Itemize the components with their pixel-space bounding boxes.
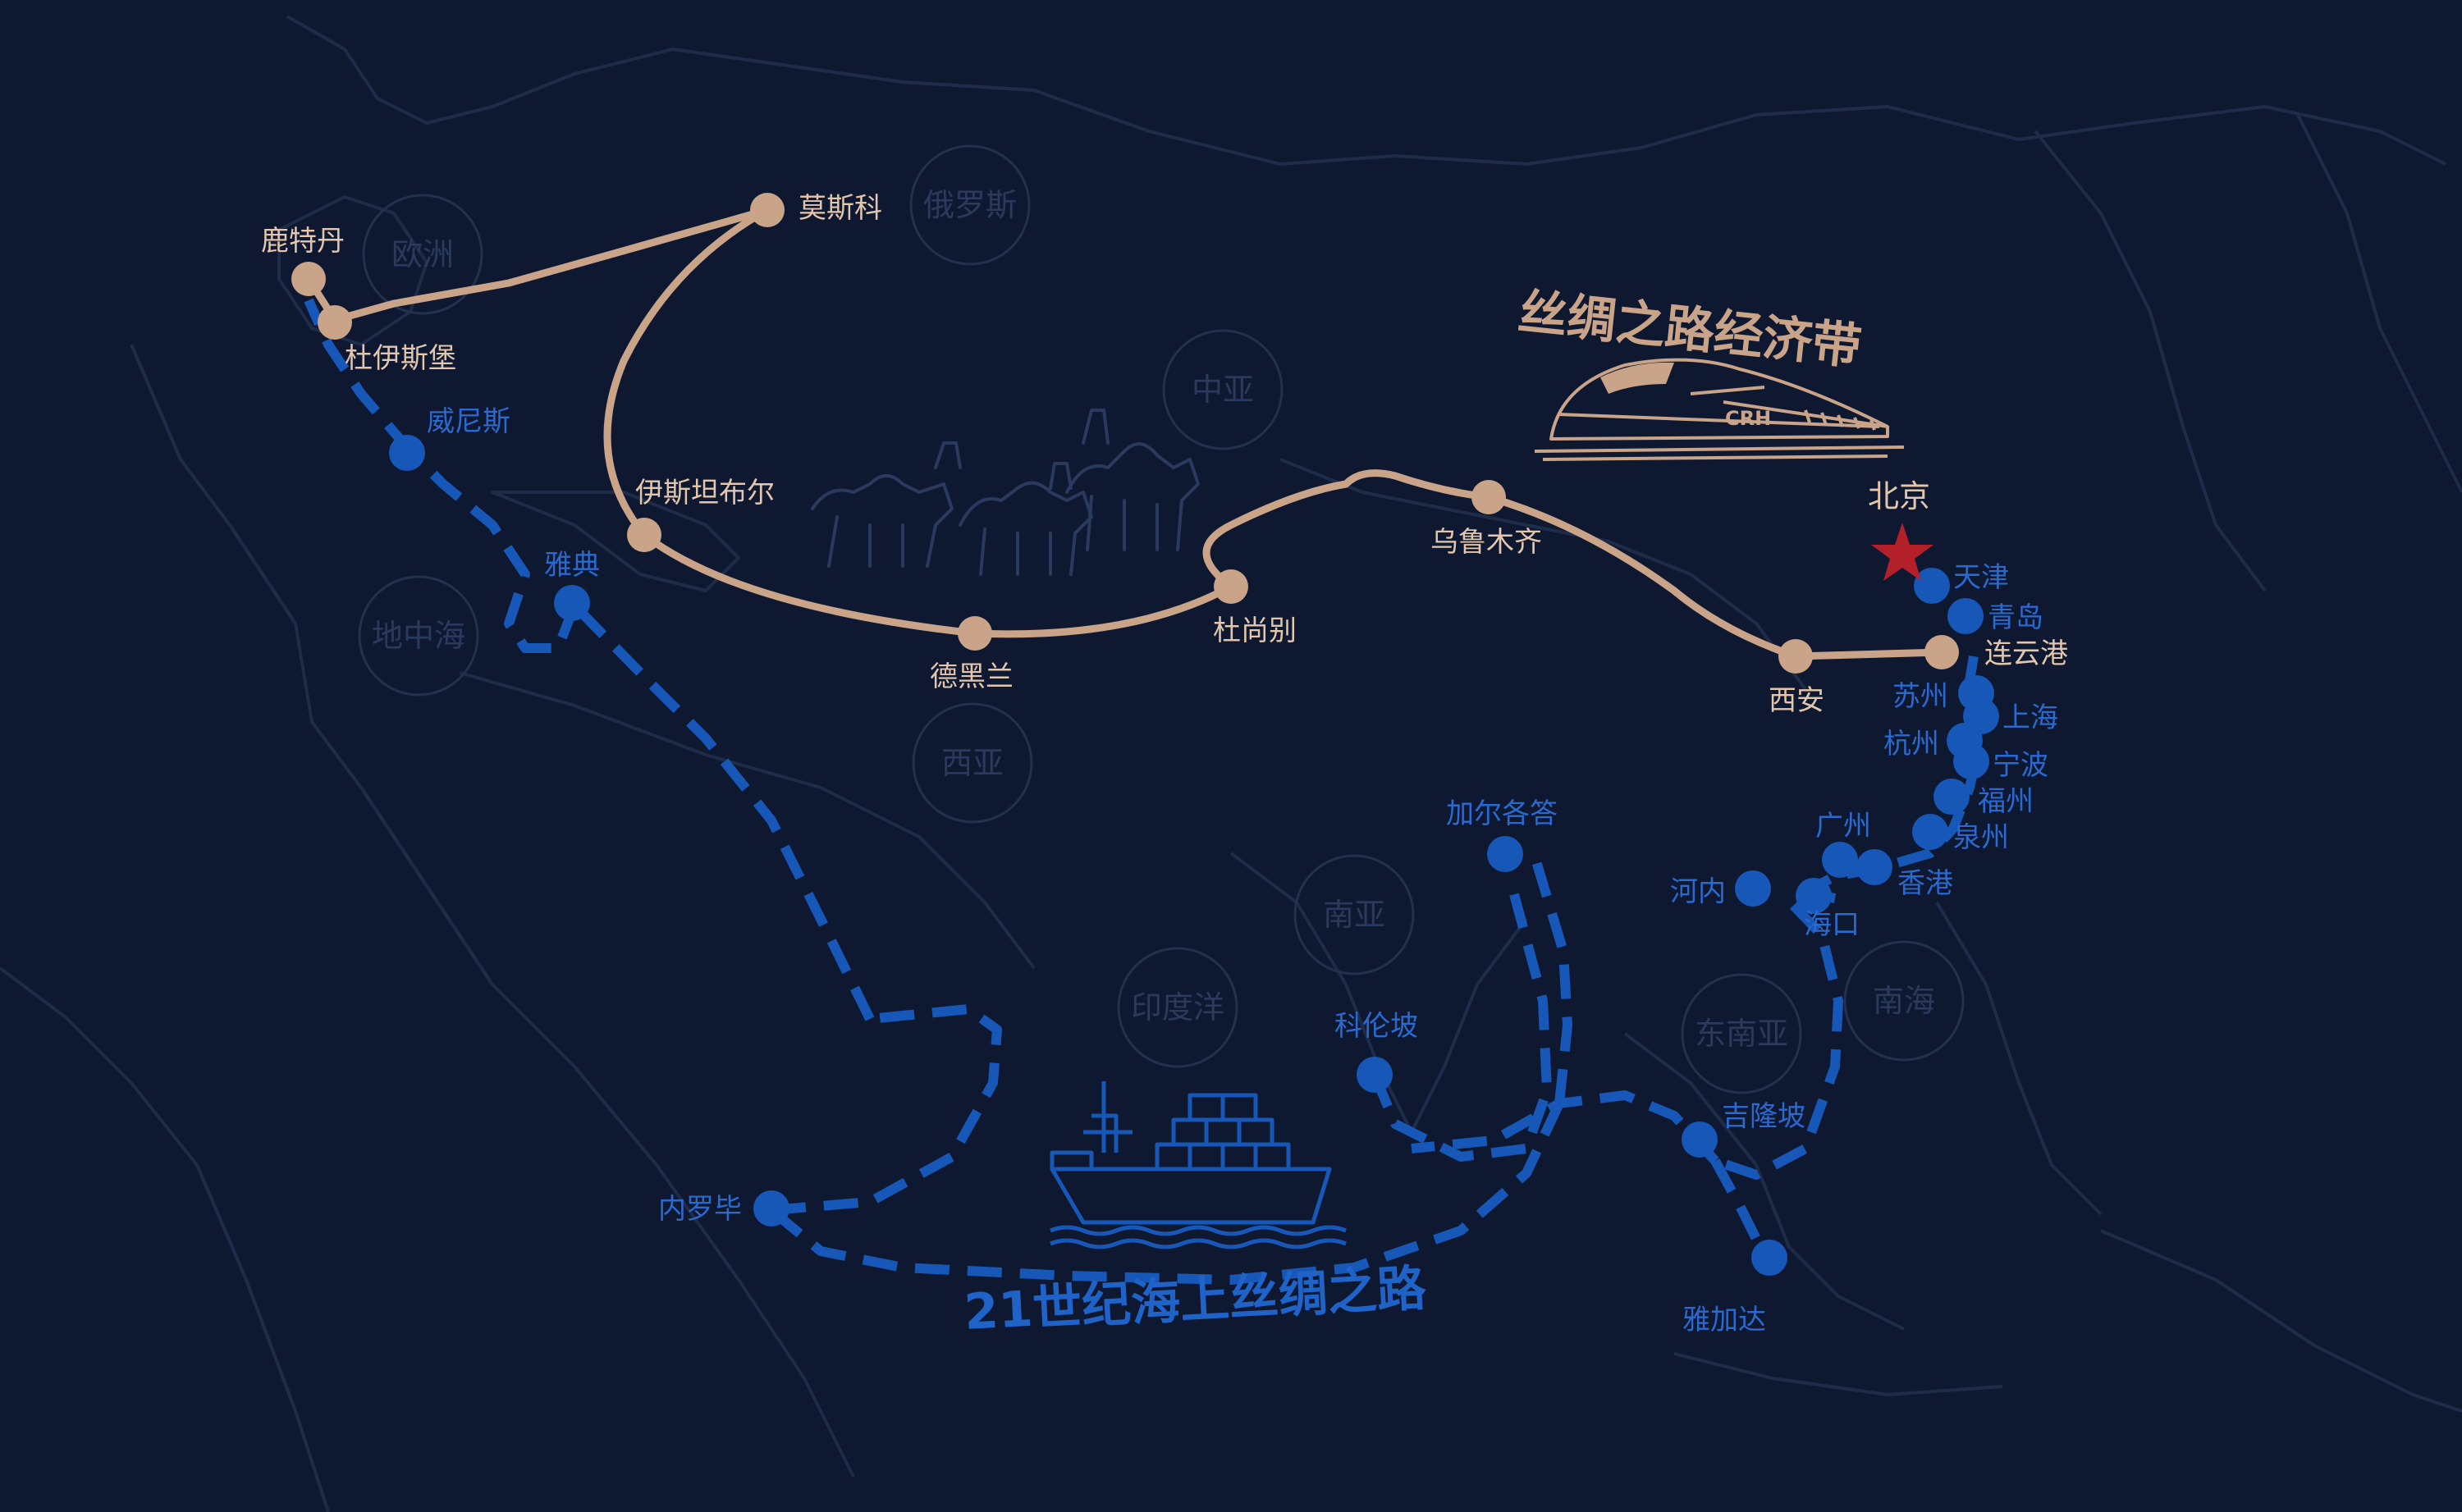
region-south-china-sea: 南海 — [1843, 940, 1965, 1062]
label-suzhou: 苏州 — [1892, 680, 1948, 713]
container-ship-icon — [1050, 1081, 1347, 1249]
svg-text:欧洲: 欧洲 — [391, 236, 454, 272]
region-west-asia: 西亚 — [912, 702, 1033, 824]
city-haikou[interactable] — [1796, 878, 1832, 914]
svg-text:南海: 南海 — [1873, 983, 1935, 1019]
city-lianyungang[interactable] — [1924, 635, 1959, 669]
label-dushanbe: 杜尚别 — [1213, 614, 1297, 647]
label-tianjin: 天津 — [1953, 561, 2009, 594]
city-kolkata[interactable] — [1487, 836, 1523, 872]
region-mediterranean: 地中海 — [358, 575, 479, 697]
label-haikou: 海口 — [1804, 908, 1860, 941]
city-moscow[interactable] — [750, 193, 785, 227]
label-kolkata: 加尔各答 — [1446, 797, 1558, 830]
city-urumqi[interactable] — [1471, 480, 1506, 514]
city-hongkong[interactable] — [1856, 849, 1892, 885]
city-tianjin[interactable] — [1914, 568, 1950, 604]
label-istanbul: 伊斯坦布尔 — [635, 477, 775, 509]
svg-text:中亚: 中亚 — [1192, 372, 1254, 408]
label-jakarta: 雅加达 — [1682, 1304, 1766, 1336]
city-fuzhou[interactable] — [1933, 779, 1970, 815]
label-lianyungang: 连云港 — [1984, 637, 2068, 670]
region-southeast-asia: 东南亚 — [1681, 973, 1802, 1094]
city-guangzhou[interactable] — [1822, 842, 1858, 878]
label-shanghai: 上海 — [2002, 701, 2058, 734]
svg-text:东南亚: 东南亚 — [1695, 1016, 1788, 1052]
svg-text:印度洋: 印度洋 — [1131, 989, 1224, 1026]
label-ningbo: 宁波 — [1993, 749, 2048, 782]
city-athens[interactable] — [554, 585, 590, 621]
city-venice[interactable] — [389, 435, 425, 471]
label-quanzhou: 泉州 — [1953, 821, 2009, 854]
city-hanoi[interactable] — [1735, 870, 1771, 907]
svg-text:俄罗斯: 俄罗斯 — [923, 187, 1017, 223]
label-beijing: 北京 — [1868, 478, 1930, 514]
camel-caravan-icon — [811, 409, 1200, 576]
label-duisburg: 杜伊斯堡 — [345, 342, 456, 375]
city-kuala-lumpur[interactable] — [1682, 1121, 1718, 1158]
svg-text:西亚: 西亚 — [941, 745, 1004, 781]
label-xian: 西安 — [1769, 684, 1824, 717]
city-quanzhou[interactable] — [1912, 814, 1948, 850]
high-speed-train-icon — [1534, 358, 1905, 461]
label-nairobi: 内罗毕 — [658, 1193, 742, 1226]
city-suzhou[interactable] — [1958, 675, 1994, 711]
region-europe: 欧洲 — [362, 194, 483, 315]
label-kuala-lumpur: 吉隆坡 — [1722, 1100, 1805, 1133]
city-qingdao[interactable] — [1947, 598, 1984, 634]
region-central-asia: 中亚 — [1162, 329, 1284, 450]
svg-text:南亚: 南亚 — [1323, 897, 1385, 933]
label-hongkong: 香港 — [1897, 867, 1953, 900]
svg-text:地中海: 地中海 — [372, 618, 465, 654]
label-venice: 威尼斯 — [427, 405, 510, 438]
land-city-markers — [291, 193, 1959, 674]
label-rotterdam: 鹿特丹 — [261, 225, 345, 258]
city-istanbul[interactable] — [627, 518, 661, 552]
city-colombo[interactable] — [1357, 1057, 1393, 1093]
continent-outlines — [0, 15, 2462, 1512]
label-hangzhou: 杭州 — [1883, 728, 1939, 761]
sea-city-markers — [389, 435, 1999, 1276]
label-colombo: 科伦坡 — [1334, 1010, 1418, 1043]
region-russia: 俄罗斯 — [909, 144, 1031, 266]
city-xian[interactable] — [1778, 639, 1813, 674]
label-guangzhou: 广州 — [1815, 810, 1871, 843]
label-tehran: 德黑兰 — [930, 660, 1014, 693]
city-nairobi[interactable] — [753, 1190, 789, 1227]
label-moscow: 莫斯科 — [799, 192, 882, 225]
label-hanoi: 河内 — [1670, 875, 1726, 908]
label-qingdao: 青岛 — [1988, 601, 2043, 634]
region-south-asia: 南亚 — [1293, 854, 1415, 975]
city-tehran[interactable] — [958, 616, 992, 651]
train-badge: CRH — [1725, 407, 1771, 430]
city-rotterdam[interactable] — [291, 262, 326, 296]
city-duisburg[interactable] — [318, 305, 352, 340]
label-urumqi: 乌鲁木齐 — [1430, 526, 1542, 559]
star-icon[interactable] — [1871, 523, 1933, 581]
label-fuzhou: 福州 — [1978, 785, 2034, 818]
label-athens: 雅典 — [544, 549, 600, 582]
city-jakarta[interactable] — [1751, 1240, 1787, 1276]
region-indian-ocean: 印度洋 — [1117, 947, 1238, 1068]
city-dushanbe[interactable] — [1214, 569, 1248, 604]
